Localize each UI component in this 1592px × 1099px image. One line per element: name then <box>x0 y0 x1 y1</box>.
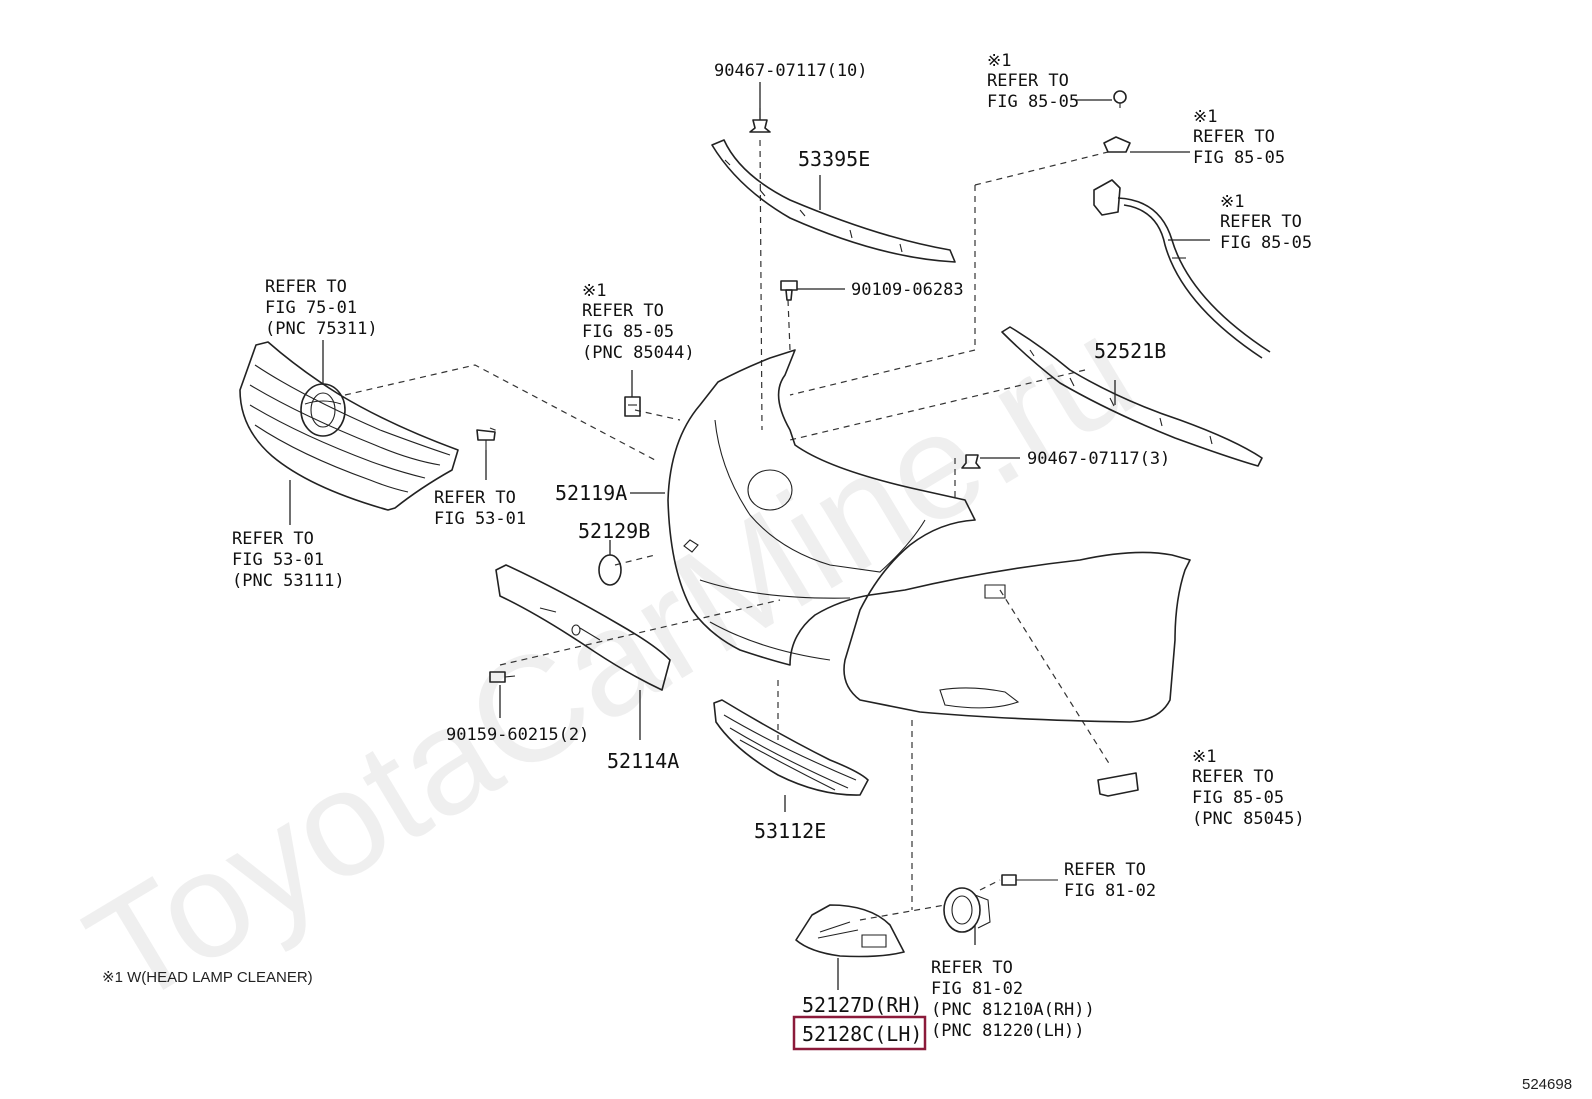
part-labels: 90467-07117(10) 53395E 90109-06283 52521… <box>446 61 1170 1017</box>
clip-grille[interactable] <box>476 429 496 450</box>
bolt-foglamp[interactable] <box>1001 874 1058 886</box>
emblem[interactable] <box>300 383 346 437</box>
bolt-90109[interactable] <box>780 280 798 301</box>
ref-line: FIG 75-01 <box>265 298 357 318</box>
ref-mark: ※1 <box>987 51 1011 71</box>
label-90467-07117-3[interactable]: 90467-07117(3) <box>1027 449 1170 469</box>
ref-clip[interactable]: REFER TO FIG 53-01 <box>434 488 526 529</box>
label-52119a[interactable]: 52119A <box>555 481 627 505</box>
ref-line: (PNC 85045) <box>1192 809 1305 829</box>
footnote: ※1 W(HEAD LAMP CLEANER) <box>102 969 313 986</box>
ref-line: FIG 81-02 <box>931 979 1023 999</box>
ref-line: REFER TO <box>232 529 314 549</box>
ref-line: FIG 53-01 <box>434 509 526 529</box>
bracket-85044[interactable] <box>624 396 641 417</box>
ref-line: REFER TO <box>1064 860 1146 880</box>
watermark: ToyotaCarMine.ru <box>60 284 1161 1038</box>
ref-mark: ※1 <box>1193 107 1217 127</box>
ref-line: (PNC 85044) <box>582 343 695 363</box>
ref-line: REFER TO <box>987 71 1069 91</box>
label-52128c-lh[interactable]: 52128C(LH) <box>802 1022 922 1046</box>
ref-line: FIG 85-05 <box>987 92 1079 112</box>
bolt-90159[interactable] <box>489 671 516 683</box>
ref-bolt-81-02[interactable]: REFER TO FIG 81-02 <box>1064 860 1156 901</box>
ref-mark: ※1 <box>1220 192 1244 212</box>
ref-top-right-2[interactable]: ※1 REFER TO FIG 85-05 <box>1193 107 1285 168</box>
retainer-52521b[interactable] <box>1001 326 1263 467</box>
ref-lower-right-85045[interactable]: ※1 REFER TO FIG 85-05 (PNC 85045) <box>1192 747 1305 829</box>
ref-line: FIG 85-05 <box>1220 233 1312 253</box>
bracket-85045[interactable] <box>1097 772 1139 797</box>
clip-90467-right[interactable] <box>961 454 981 469</box>
ref-line: FIG 81-02 <box>1064 881 1156 901</box>
label-52129b[interactable]: 52129B <box>578 519 650 543</box>
ref-top-right-3[interactable]: ※1 REFER TO FIG 85-05 <box>1220 192 1312 253</box>
label-90159-60215-2[interactable]: 90159-60215(2) <box>446 725 589 745</box>
connection-lines <box>344 139 1111 921</box>
label-90109-06283[interactable]: 90109-06283 <box>851 280 964 300</box>
foglamp-cover-52128c[interactable] <box>795 904 905 958</box>
ref-line: REFER TO <box>1192 767 1274 787</box>
fog-lamp-housing[interactable] <box>943 887 991 933</box>
washer-nozzle-hose[interactable] <box>1093 179 1271 359</box>
ref-line: (PNC 75311) <box>265 319 378 339</box>
ref-line: REFER TO <box>931 958 1013 978</box>
ref-grille[interactable]: REFER TO FIG 53-01 (PNC 53111) <box>232 529 345 591</box>
ref-mark: ※1 <box>582 281 606 301</box>
leader-lines <box>289 82 1210 990</box>
ref-emblem[interactable]: REFER TO FIG 75-01 (PNC 75311) <box>265 277 378 339</box>
label-53395e[interactable]: 53395E <box>798 147 870 171</box>
ref-mark: ※1 <box>1192 747 1216 767</box>
lower-grille-53112e[interactable] <box>713 699 869 796</box>
ref-line: (PNC 81220(LH)) <box>931 1021 1085 1041</box>
ref-line: FIG 85-05 <box>1193 148 1285 168</box>
ref-line: REFER TO <box>1220 212 1302 232</box>
ref-bracket-85044[interactable]: ※1 REFER TO FIG 85-05 (PNC 85044) <box>582 281 695 363</box>
diagram-id: 524698 <box>1522 1076 1572 1093</box>
bumper-cover-52119a[interactable] <box>667 349 1191 723</box>
highlighted-part-52128c[interactable]: 52128C(LH) <box>792 1015 927 1051</box>
ref-line: (PNC 81210A(RH)) <box>931 1000 1095 1020</box>
retainer-strip-53395e[interactable] <box>711 139 956 263</box>
ref-line: FIG 85-05 <box>1192 788 1284 808</box>
label-52127d-rh[interactable]: 52127D(RH) <box>802 993 922 1017</box>
nut-top-right[interactable] <box>1103 136 1131 153</box>
ref-foglamp[interactable]: REFER TO FIG 81-02 (PNC 81210A(RH)) (PNC… <box>931 958 1095 1041</box>
ref-line: FIG 53-01 <box>232 550 324 570</box>
ref-line: REFER TO <box>582 301 664 321</box>
ref-line: REFER TO <box>434 488 516 508</box>
screw-top-right[interactable] <box>1113 90 1127 108</box>
ref-line: REFER TO <box>1193 127 1275 147</box>
ref-line: FIG 85-05 <box>582 322 674 342</box>
highlight-box <box>792 1015 927 1051</box>
reinforcement-52114a[interactable] <box>495 564 671 691</box>
label-90467-07117-10[interactable]: 90467-07117(10) <box>714 61 868 81</box>
label-53112e[interactable]: 53112E <box>754 819 826 843</box>
upper-grille[interactable] <box>239 341 459 511</box>
ref-line: REFER TO <box>265 277 347 297</box>
ref-line: (PNC 53111) <box>232 571 345 591</box>
label-52521b[interactable]: 52521B <box>1094 339 1166 363</box>
ref-top-right-1[interactable]: ※1 REFER TO FIG 85-05 <box>987 51 1079 112</box>
label-52114a[interactable]: 52114A <box>607 749 679 773</box>
